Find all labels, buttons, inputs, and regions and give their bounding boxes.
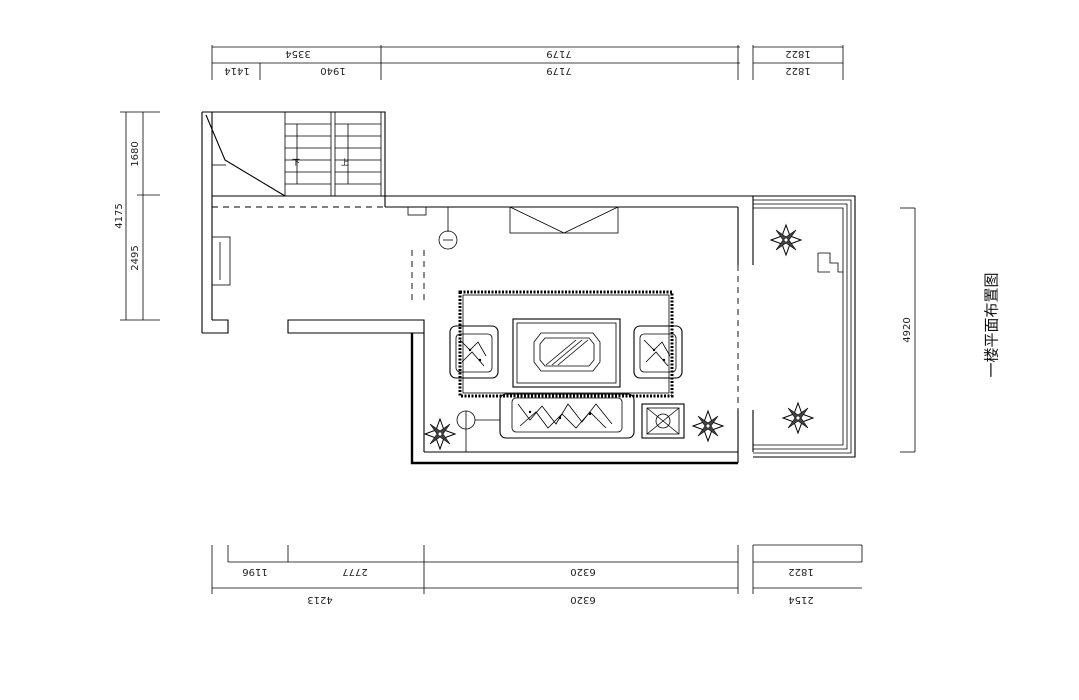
dim-left-inner-2: 2495 [130,245,141,270]
stair-label-up: 上 [341,158,349,167]
plant-symbol [769,223,803,257]
dim-top-outer-3: 1822 [785,48,810,59]
dim-right: 4920 [902,317,913,342]
plant-symbol [423,417,457,451]
staircase: 下 上 [284,111,382,197]
dim-top-inner-1: 1414 [224,65,249,76]
walls [201,111,856,465]
dim-bottom-inner-3: 6320 [570,566,595,577]
bottom-dimensions: 1196 2777 6320 1822 4213 6320 2154 [211,544,863,605]
dim-bottom-outer-1: 4213 [307,594,332,605]
switch-symbol-bottom [456,410,500,452]
plant-symbol [781,401,815,435]
side-table [641,403,685,439]
coffee-table [512,318,621,388]
area-rug [458,290,674,398]
plant-symbol [691,409,725,443]
stair-label-down: 下 [292,158,300,167]
top-dimensions: 3354 7179 1822 1414 1940 7179 1822 [211,45,844,80]
right-dimensions: 4920 [900,207,916,453]
stair-treads-right [335,123,381,185]
dim-bottom-outer-2: 6320 [570,594,595,605]
drawing-title: 一楼平面布置图 [983,272,1001,377]
armchair-left [449,325,499,379]
switch-symbol-top [438,207,458,250]
dim-left-outer: 4175 [114,203,125,228]
dim-top-outer-1: 3354 [285,48,310,59]
dim-top-inner-3: 7179 [546,65,571,76]
stair-treads-left [285,123,331,185]
dim-top-outer-2: 7179 [546,48,571,59]
dim-bottom-inner-1: 1196 [242,566,267,577]
dim-bottom-inner-2: 2777 [342,566,367,577]
dim-bottom-inner-4: 1822 [788,566,813,577]
dim-left-inner-1: 1680 [130,141,141,166]
sofa [499,393,635,439]
left-dimensions: 4175 1680 2495 [114,111,160,321]
dim-bottom-outer-3: 2154 [788,594,813,605]
dim-top-inner-4: 1822 [785,65,810,76]
dim-top-inner-2: 1940 [320,65,345,76]
armchair-right [633,325,683,379]
tv-cabinet [509,206,619,234]
